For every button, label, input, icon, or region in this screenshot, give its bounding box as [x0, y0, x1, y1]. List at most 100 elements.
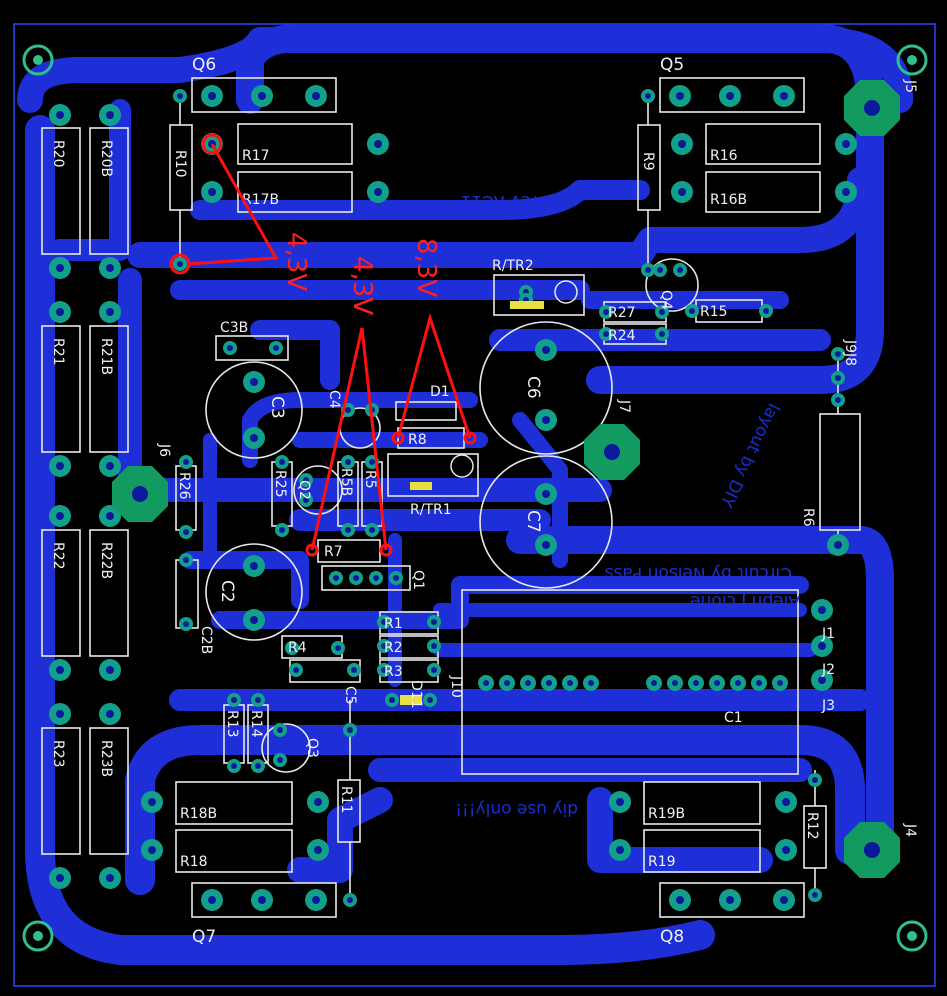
label-c3: C3	[267, 396, 287, 419]
label-q7: Q7	[192, 927, 216, 947]
label-c6: C6	[523, 376, 543, 399]
r23b-body	[89, 727, 129, 855]
label-r19b: R19B	[648, 806, 685, 822]
trimmer-details	[400, 280, 578, 705]
label-r19: R19	[648, 854, 676, 870]
r23-body	[41, 727, 81, 855]
label-r27: R27	[608, 305, 636, 321]
label-q6: Q6	[192, 55, 216, 75]
r6-body	[819, 413, 861, 531]
label-r1: R1	[384, 616, 403, 632]
label-j3: J3	[821, 698, 835, 714]
label-rtr1: R/TR1	[410, 502, 452, 518]
probe-point-r17	[201, 133, 223, 155]
label-j9j8: J9J8	[842, 339, 858, 366]
label-r9: R9	[640, 152, 656, 171]
label-r18b: R18B	[180, 806, 217, 822]
mirror-clone-text: Aleph J clone	[690, 591, 800, 611]
label-r23b: R23B	[98, 740, 114, 777]
label-r16: R16	[710, 148, 738, 164]
r18-body	[175, 829, 293, 873]
annotation-line-3	[396, 312, 472, 439]
label-r22b: R22B	[98, 542, 114, 579]
q4-body	[645, 258, 699, 312]
label-q2: Q2	[296, 480, 312, 500]
annotation-line-1	[187, 143, 279, 266]
q8-outline	[659, 882, 805, 918]
r19b-body	[643, 781, 761, 825]
label-r5b: R5B	[338, 468, 354, 496]
r11-body	[337, 779, 361, 843]
annotation-line-2	[310, 327, 388, 551]
c3b-body	[215, 335, 289, 361]
q5-outline	[659, 77, 805, 113]
label-j1: J1	[821, 626, 835, 642]
r19-body	[643, 829, 761, 873]
label-d1: D1	[430, 384, 450, 400]
c6-body	[479, 321, 613, 455]
mirror-diy-text: diy use only!!!	[455, 799, 578, 819]
label-c2: C2	[217, 580, 237, 603]
label-r2: R2	[384, 640, 403, 656]
label-r11: R11	[338, 786, 354, 814]
d1-body	[395, 401, 457, 421]
label-r21: R21	[50, 338, 66, 366]
r21b-body	[89, 325, 129, 453]
label-c3b: C3B	[220, 320, 248, 336]
label-j2: J2	[821, 662, 835, 678]
q3-body	[261, 723, 311, 773]
r9-body	[637, 124, 661, 211]
voltage-annotations: 4,3V 4,3V 8,3V	[169, 133, 477, 557]
r20b-body	[89, 127, 129, 255]
label-r22: R22	[50, 542, 66, 570]
label-r25: R25	[272, 470, 288, 498]
label-r12: R12	[804, 812, 820, 840]
label-r13: R13	[224, 710, 240, 738]
label-q4: Q4	[658, 290, 674, 310]
label-r18: R18	[180, 854, 208, 870]
label-r20: R20	[50, 140, 66, 168]
q7-outline	[191, 882, 337, 918]
label-q8: Q8	[660, 927, 684, 947]
label-r20b: R20B	[98, 140, 114, 177]
r21-body	[41, 325, 81, 453]
r20-body	[41, 127, 81, 255]
r22b-body	[89, 529, 129, 657]
label-rtr2: R/TR2	[492, 258, 534, 274]
label-c1: C1	[724, 710, 743, 726]
label-r5: R5	[362, 470, 378, 489]
component-labels: Q6 Q5 Q7 Q8 R20 R20B R21 R21B R22 R22B R…	[50, 55, 918, 947]
label-r4: R4	[288, 640, 307, 656]
label-q3: Q3	[304, 738, 320, 758]
c1-body	[461, 589, 799, 775]
annotation-v3: 8,3V	[411, 238, 441, 297]
label-r8: R8	[408, 432, 427, 448]
label-r24: R24	[608, 328, 636, 344]
r17-body	[237, 123, 353, 165]
label-j7: J7	[616, 399, 632, 413]
mirror-rev-text: pcb rev RC11	[461, 191, 574, 211]
r22-body	[41, 529, 81, 657]
c3-body	[205, 361, 303, 459]
c7-body	[479, 455, 613, 589]
q2-body	[293, 465, 343, 515]
label-c2b: C2B	[198, 626, 214, 654]
label-r7: R7	[324, 544, 343, 560]
rtr1-body	[387, 453, 479, 497]
label-j4: J4	[902, 823, 918, 837]
pads	[49, 85, 857, 911]
r16-body	[705, 123, 821, 165]
connectors	[112, 80, 900, 878]
label-q5: Q5	[660, 55, 684, 75]
q1-outline	[321, 565, 411, 591]
label-q1: Q1	[410, 570, 426, 590]
rtr2-body	[493, 274, 585, 316]
label-r21b: R21B	[98, 338, 114, 375]
label-j6: J6	[156, 443, 172, 457]
r18b-body	[175, 781, 293, 825]
label-r26: R26	[176, 472, 192, 500]
label-r23: R23	[50, 740, 66, 768]
label-r14: R14	[248, 710, 264, 738]
c2-body	[205, 543, 303, 641]
